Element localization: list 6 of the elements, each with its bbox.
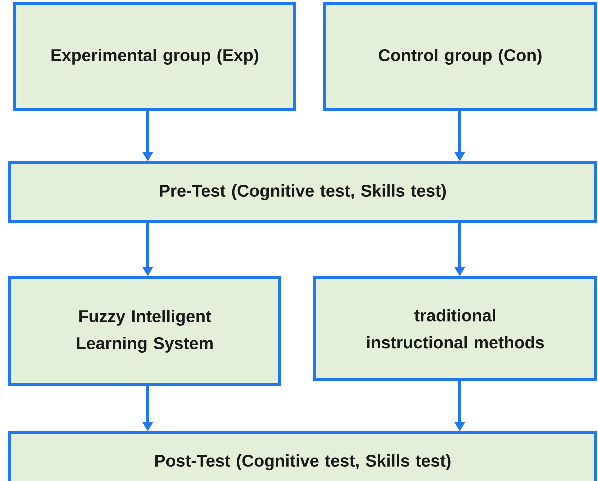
process-box: Fuzzy Intelligent Learning System (8, 276, 282, 386)
process-box: Pre-Test (Cognitive test, Skills test) (8, 161, 598, 224)
process-box: traditional instructional methods (314, 276, 598, 382)
process-box: Control group (Con) (324, 2, 598, 112)
process-box: Experimental group (Exp) (14, 2, 296, 112)
process-box: Post-Test (Cognitive test, Skills test) (8, 431, 598, 481)
